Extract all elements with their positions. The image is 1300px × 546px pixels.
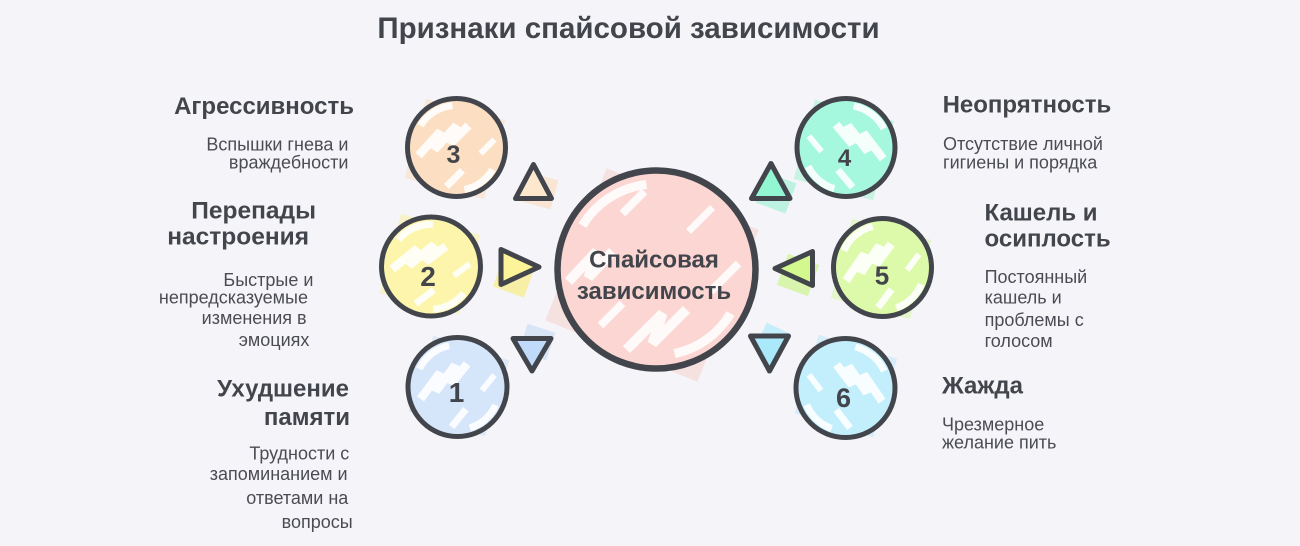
svg-text:Неопрятность: Неопрятность [943,92,1112,119]
svg-text:ответами на: ответами на [246,488,349,508]
svg-text:проблемы с: проблемы с [985,310,1084,330]
svg-text:Агрессивность: Агрессивность [174,93,354,120]
svg-text:5: 5 [875,261,889,291]
svg-text:Признаки спайсовой зависимости: Признаки спайсовой зависимости [377,12,879,45]
svg-text:Ухудшение: Ухудшение [217,376,349,403]
svg-text:Перепады: Перепады [191,198,316,225]
svg-text:4: 4 [838,145,852,172]
svg-text:1: 1 [449,377,465,408]
svg-text:2: 2 [420,261,436,292]
svg-text:Спайсовая: Спайсовая [589,247,719,274]
svg-text:Вспышки гнева и: Вспышки гнева и [206,134,348,154]
svg-text:вопросы: вопросы [282,512,353,532]
svg-text:запоминанием и: запоминанием и [210,464,348,484]
svg-text:памяти: памяти [264,404,350,431]
svg-text:настроения: настроения [167,224,309,251]
svg-text:изменения в: изменения в [202,308,307,328]
svg-text:Трудности с: Трудности с [249,444,349,464]
svg-text:Чрезмерное: Чрезмерное [942,414,1044,434]
svg-text:кашель и: кашель и [985,287,1062,307]
svg-text:3: 3 [447,141,461,169]
svg-text:Жажда: Жажда [941,373,1024,400]
svg-text:непредсказуемые: непредсказуемые [159,288,308,308]
svg-text:враждебности: враждебности [229,152,349,172]
svg-text:Быстрые и: Быстрые и [223,270,313,290]
svg-text:желание пить: желание пить [942,432,1056,452]
svg-text:Отсутствие личной: Отсутствие личной [943,134,1103,154]
svg-text:Кашель и: Кашель и [985,200,1098,227]
svg-text:Постоянный: Постоянный [985,267,1088,287]
svg-text:зависимость: зависимость [577,278,731,305]
svg-text:6: 6 [836,383,851,413]
svg-text:осиплость: осиплость [985,225,1111,252]
svg-text:гигиены и порядка: гигиены и порядка [943,152,1098,172]
svg-text:голосом: голосом [985,331,1053,351]
svg-text:эмоциях: эмоциях [239,330,310,350]
